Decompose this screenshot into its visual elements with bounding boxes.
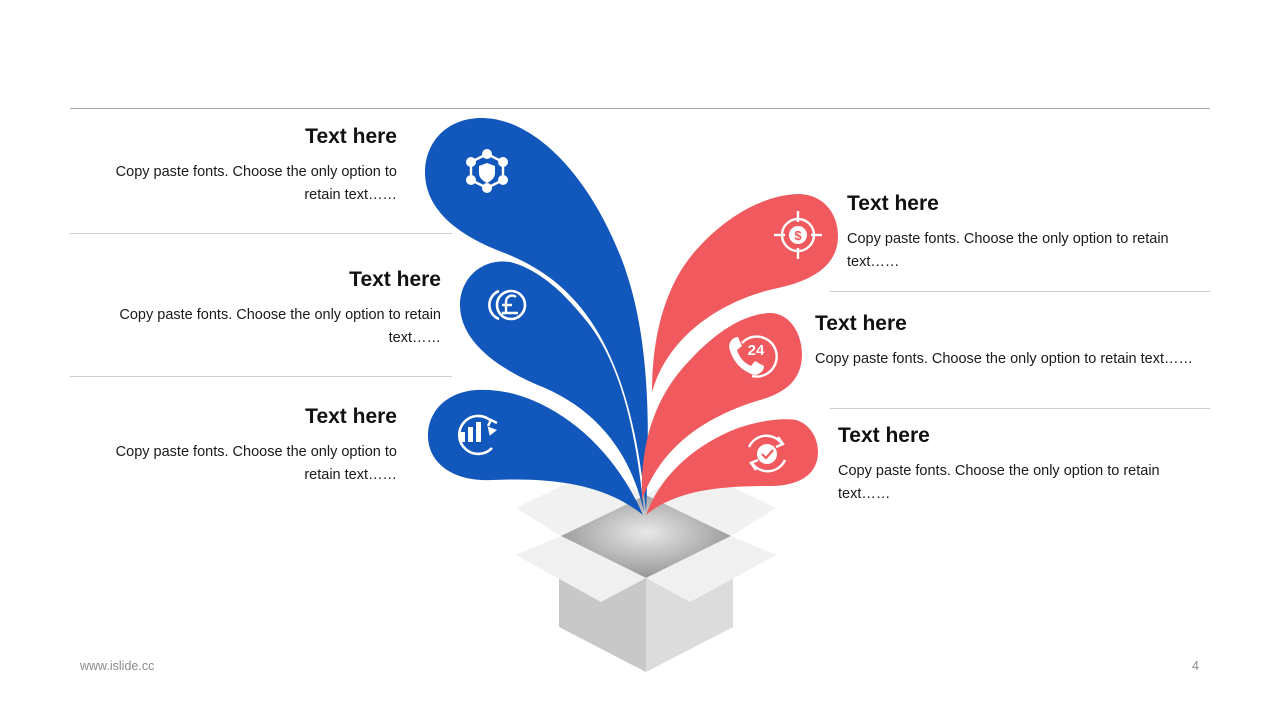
right-item-3: Text here Copy paste fonts. Choose the o… [838, 425, 1183, 506]
blue-petal-bottom [428, 389, 643, 515]
right-item-3-body: Copy paste fonts. Choose the only option… [838, 463, 1160, 502]
right-item-3-title: Text here [838, 424, 930, 447]
right-item-2-title: Text here [815, 312, 907, 335]
left-divider-2 [70, 376, 452, 377]
svg-text:$: $ [794, 228, 802, 243]
right-item-2: Text here Copy paste fonts. Choose the o… [815, 313, 1210, 371]
box-side-left [559, 578, 646, 672]
page-number: 4 [1192, 659, 1199, 673]
right-divider-1 [830, 291, 1210, 292]
blue-petal-middle [460, 261, 644, 512]
pound-coins-icon [488, 289, 527, 321]
growth-chart-icon [457, 414, 498, 456]
left-divider-1 [70, 233, 452, 234]
right-item-1-body: Copy paste fonts. Choose the only option… [847, 231, 1169, 270]
right-item-2-body: Copy paste fonts. Choose the only option… [815, 351, 1194, 367]
left-item-2-body: Copy paste fonts. Choose the only option… [119, 307, 441, 346]
shield-network-icon [466, 148, 509, 193]
box-side-right [646, 578, 733, 672]
left-item-3: Text here Copy paste fonts. Choose the o… [97, 406, 397, 487]
left-item-3-body: Copy paste fonts. Choose the only option… [115, 444, 397, 483]
left-item-1-title: Text here [305, 125, 397, 148]
right-item-1-title: Text here [847, 192, 939, 215]
dollar-target-icon: $ [774, 211, 822, 259]
red-petal-top [652, 194, 838, 392]
left-item-1-body: Copy paste fonts. Choose the only option… [115, 164, 397, 203]
footer-site: www.islide.cc [80, 659, 155, 673]
red-petal-bottom [646, 419, 818, 515]
left-item-3-title: Text here [305, 405, 397, 428]
left-item-1: Text here Copy paste fonts. Choose the o… [97, 126, 397, 207]
right-item-1: Text here Copy paste fonts. Choose the o… [847, 193, 1192, 274]
box-flap-front-left [516, 536, 646, 602]
left-item-2-title: Text here [349, 268, 441, 291]
red-petal-middle [641, 313, 802, 500]
right-divider-2 [830, 408, 1210, 409]
left-item-2: Text here Copy paste fonts. Choose the o… [101, 269, 441, 350]
phone-24-label: 24 [748, 342, 765, 359]
top-divider [70, 108, 1210, 109]
phone-24-icon [729, 335, 778, 378]
blue-petal-top [425, 118, 648, 512]
box-inner [561, 495, 731, 578]
box-flap-front-right [646, 536, 776, 602]
gear-check-icon [747, 434, 787, 473]
